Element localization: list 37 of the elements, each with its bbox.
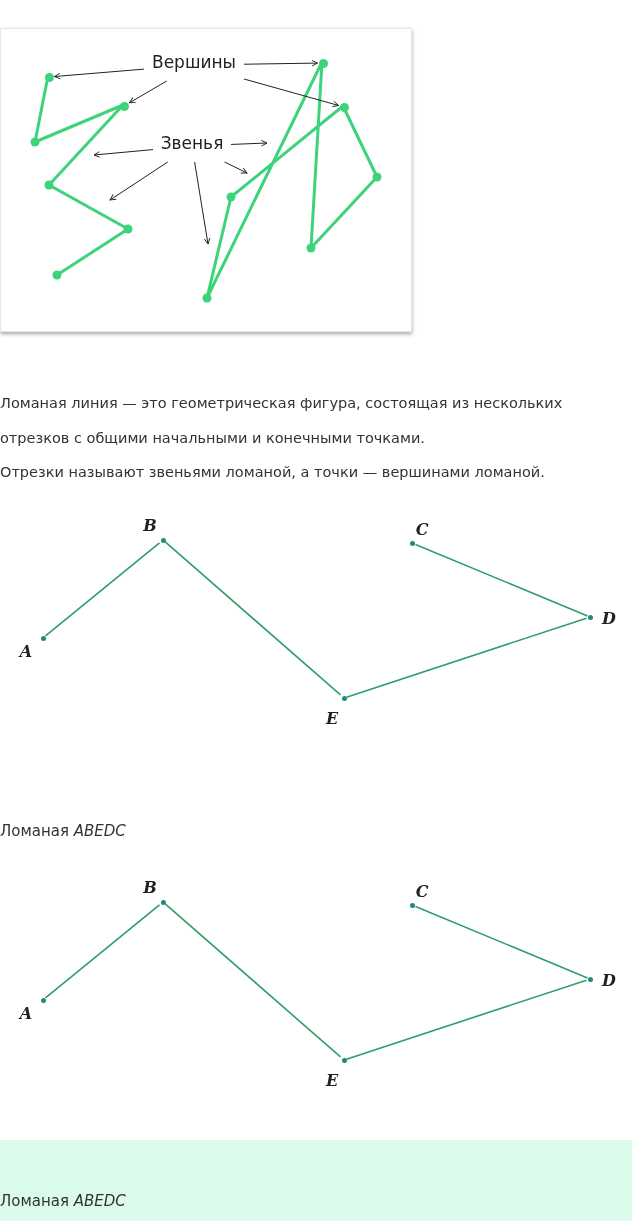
annotation-text: Звенья xyxy=(156,133,228,159)
point-label: D xyxy=(602,970,616,990)
caption-band xyxy=(0,1140,632,1221)
polyline-segment xyxy=(345,617,588,698)
caption-text: Ломаная ABEDC xyxy=(0,1192,126,1210)
polyline-segment xyxy=(345,979,588,1060)
point-label: C xyxy=(415,519,429,539)
point-label: B xyxy=(143,515,157,535)
point-label: B xyxy=(143,877,157,897)
leader-arrow xyxy=(224,161,248,174)
polyline-segment xyxy=(44,542,161,637)
card-background xyxy=(0,28,412,332)
polyline-segment xyxy=(414,543,589,617)
annotation-text: Вершины xyxy=(147,52,241,78)
vertex-dot xyxy=(339,102,349,112)
point-label: E xyxy=(325,708,339,728)
polyline-segment xyxy=(414,905,589,979)
vertex-dot xyxy=(119,101,129,111)
leader-arrow xyxy=(109,161,169,201)
paragraph-text: Отрезки называют звеньями ломаной, а точки — вершинами ломаной. xyxy=(0,463,546,482)
leader-arrow xyxy=(93,149,154,158)
vertex-dot xyxy=(44,72,54,82)
leader-arrow xyxy=(54,68,145,80)
polyline-segment xyxy=(164,903,342,1058)
leader-arrow xyxy=(194,161,211,245)
point-label: E xyxy=(325,1070,339,1090)
polyline-segment xyxy=(44,904,161,999)
leader-arrow xyxy=(243,78,339,108)
point-label: A xyxy=(19,1003,33,1023)
point-label: A xyxy=(19,641,33,661)
leader-arrow xyxy=(129,80,168,104)
vertex-dot xyxy=(318,58,328,68)
point-label: D xyxy=(602,608,616,628)
paragraph-text: Ломаная линия — это геометрическая фигура, состоящая из нескольких отрезков с общими начальными и конечными точками. xyxy=(0,394,564,448)
polyline-segment xyxy=(164,541,342,696)
caption-text: Ломаная ABEDC xyxy=(0,822,126,840)
point-label: C xyxy=(415,881,429,901)
